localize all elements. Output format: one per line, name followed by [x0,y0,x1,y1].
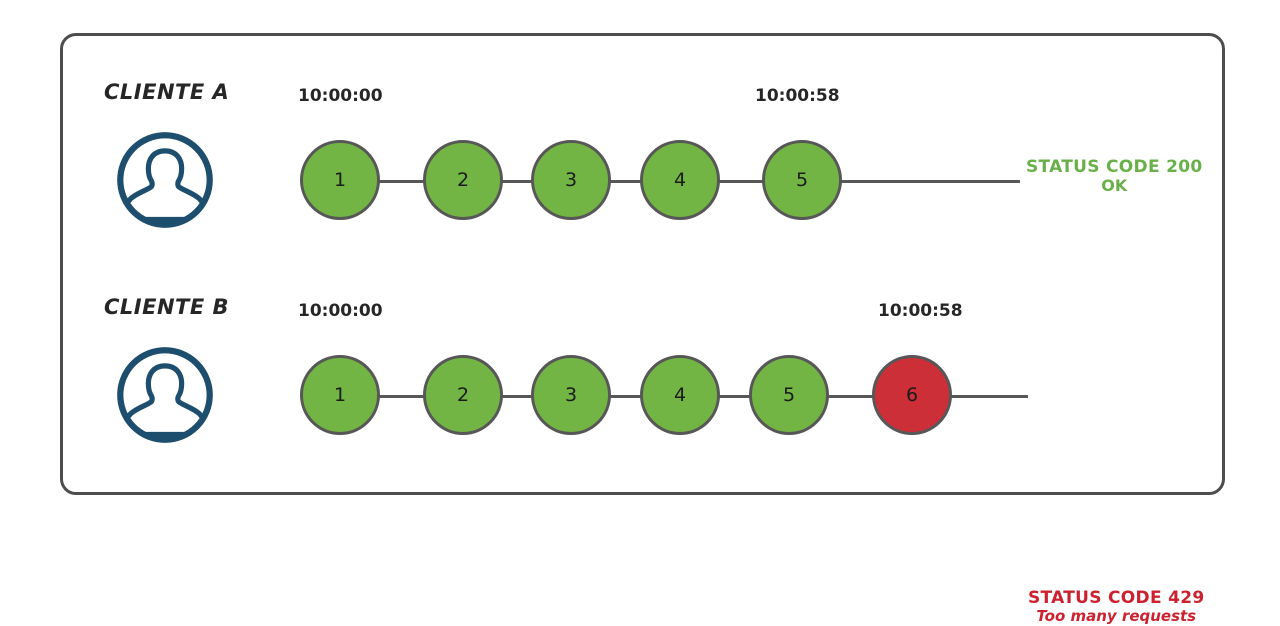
timestamp-end-a: 10:00:58 [755,86,840,106]
request-node[interactable]: 1 [300,355,380,435]
status-code-text: STATUS CODE 200 [1026,157,1203,177]
user-avatar-icon [113,128,217,232]
status-code-text: STATUS CODE 429 [1028,588,1205,608]
request-node[interactable]: 2 [423,355,503,435]
user-avatar-icon [113,343,217,447]
request-node[interactable]: 4 [640,140,720,220]
request-node[interactable]: 1 [300,140,380,220]
request-node[interactable]: 5 [749,355,829,435]
diagram-frame [60,33,1225,495]
status-badge-b: STATUS CODE 429 Too many requests [1028,588,1204,626]
request-node[interactable]: 3 [531,140,611,220]
client-label-a: CLIENTE A [104,80,230,104]
timestamp-start-a: 10:00:00 [298,86,383,106]
diagram-canvas: CLIENTE A 10:00:00 10:00:58 1 2 3 4 5 [60,33,1225,625]
status-message-text: OK [1101,176,1128,196]
timestamp-end-b: 10:00:58 [878,301,963,321]
status-badge-a: STATUS CODE 200 OK [1026,157,1202,196]
request-node[interactable]: 3 [531,355,611,435]
request-node-rejected[interactable]: 6 [872,355,952,435]
request-node[interactable]: 5 [762,140,842,220]
client-label-b: CLIENTE B [104,295,230,319]
request-node[interactable]: 4 [640,355,720,435]
request-node[interactable]: 2 [423,140,503,220]
status-message-text: Too many requests [1036,607,1197,626]
timestamp-start-b: 10:00:00 [298,301,383,321]
